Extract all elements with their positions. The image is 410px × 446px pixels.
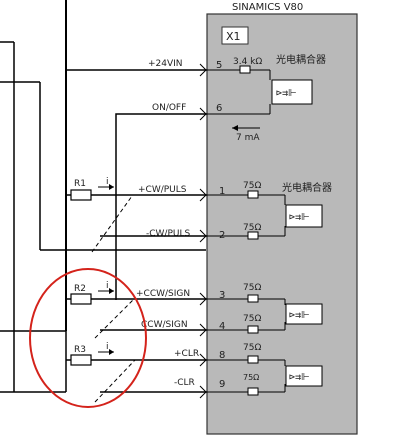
resistor-name: R2	[74, 284, 86, 294]
pin-number: 3	[219, 290, 225, 301]
current-arrow-head	[109, 184, 114, 190]
optocoupler-clr: ⊳⇉⊩	[285, 365, 323, 387]
signal-label: +CCW/SIGN	[136, 289, 190, 299]
optocoupler-symbol: ⊳⇉⊩	[276, 88, 297, 99]
resistor-value: 75Ω	[243, 283, 261, 293]
optocoupler-label-top: 光电耦合器	[276, 53, 326, 66]
current-arrow-head	[109, 349, 114, 355]
highlight-circle	[29, 268, 147, 408]
signal-label: ON/OFF	[152, 103, 186, 113]
signal-label: +24VIN	[148, 59, 183, 69]
external-resistor-r2: R2 i	[70, 281, 114, 305]
device-housing	[206, 13, 358, 435]
resistor-body	[70, 293, 92, 305]
signal-ccw-sign-plus: +CCW/SIGN 3 75Ω	[136, 283, 261, 301]
resistor-body	[70, 354, 92, 366]
signal-clr-minus: -CLR 9 75Ω	[174, 373, 259, 390]
optocoupler-symbol: ⊳⇉⊩	[289, 212, 310, 223]
connector-chevrons	[199, 63, 207, 399]
signal-onoff: ON/OFF 6	[152, 103, 222, 114]
optocoupler-top: ⊳⇉⊩	[271, 79, 313, 105]
optocoupler-symbol: ⊳⇉⊩	[289, 372, 310, 383]
resistor-value: 75Ω	[243, 343, 261, 353]
twisted-pair-2	[94, 297, 136, 339]
external-resistor-r1: R1 i	[70, 177, 114, 201]
signal-label: CCW/SIGN	[141, 320, 188, 330]
current-symbol: i	[106, 281, 109, 291]
resistor-value: 3.4 kΩ	[233, 57, 262, 67]
signal-label: -CW/PULS	[146, 229, 190, 239]
current-arrow-head	[232, 125, 238, 131]
resistor-value: 75Ω	[243, 181, 261, 191]
device-title: SINAMICS V80	[232, 2, 303, 13]
optocoupler-sign: ⊳⇉⊩	[285, 303, 323, 325]
current-symbol: i	[106, 177, 109, 187]
resistor-value: 75Ω	[243, 223, 261, 233]
external-resistor-r3: R3 i	[70, 342, 114, 366]
current-symbol: i	[106, 342, 109, 352]
internal-resistors	[239, 65, 259, 396]
signal-cw-puls-plus: +CW/PULS 1 75Ω	[138, 181, 261, 197]
optocoupler-label-mid: 光电耦合器	[282, 181, 332, 194]
pin-number: 4	[219, 321, 225, 332]
signal-ccw-sign-minus: CCW/SIGN 4 75Ω	[141, 314, 261, 332]
signal-label: +CW/PULS	[138, 185, 187, 195]
connector-label-box	[221, 26, 249, 45]
pin-number: 1	[219, 186, 225, 197]
twisted-pair-1	[91, 195, 133, 253]
resistor-body	[70, 189, 92, 201]
pin-number: 5	[216, 60, 222, 71]
signal-label: -CLR	[174, 378, 195, 388]
pin-number: 8	[219, 350, 225, 361]
current-arrow-head	[109, 288, 114, 294]
pin-number: 9	[219, 379, 225, 390]
resistor-name: R3	[74, 345, 86, 355]
resistor-value: 75Ω	[243, 373, 259, 382]
optocoupler-mid: ⊳⇉⊩	[285, 204, 323, 228]
connector-label: X1	[226, 30, 241, 43]
signal-24vin: +24VIN 5 3.4 kΩ	[148, 57, 262, 71]
resistor-name: R1	[74, 179, 86, 189]
pin-number: 6	[216, 103, 222, 114]
wire-onoff	[115, 113, 207, 300]
signal-label: +CLR	[174, 349, 199, 359]
current-label: 7 mA	[236, 133, 260, 143]
twisted-pair-3	[94, 359, 136, 403]
optocoupler-symbol: ⊳⇉⊩	[289, 310, 310, 321]
signal-clr-plus: +CLR 8 75Ω	[174, 343, 261, 361]
internal-wiring	[207, 69, 286, 393]
resistor-value: 75Ω	[243, 314, 261, 324]
